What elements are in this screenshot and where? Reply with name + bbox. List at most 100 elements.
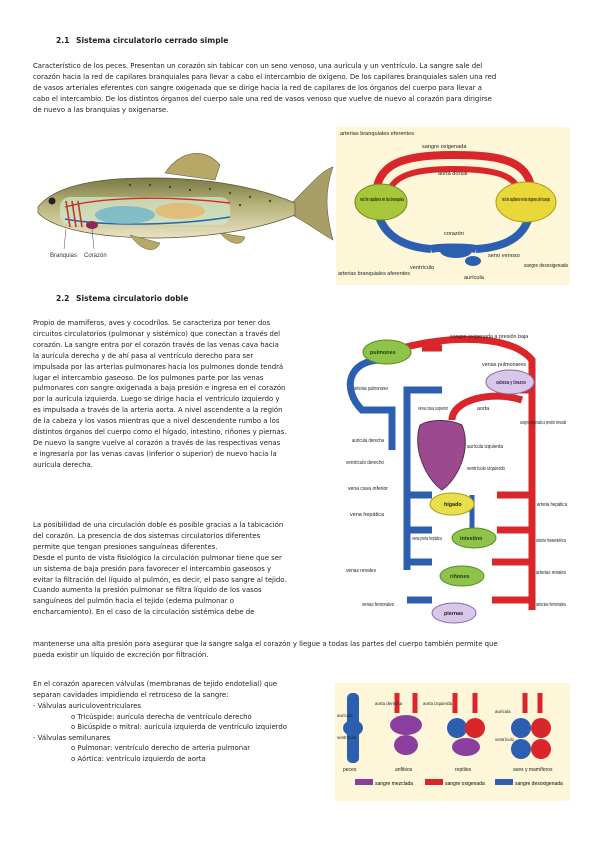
- legs-label: piernas: [444, 611, 463, 617]
- reptiles-label: reptiles: [455, 767, 472, 773]
- femoral-arteries-label: arterias femorales: [536, 602, 566, 608]
- paragraph-line: pulmonares con sangre oxigenada a baja p…: [33, 384, 286, 393]
- paragraph-line: de nuevo a las branquias y oxigenarse.: [33, 105, 169, 114]
- afferent-arteries-label: arterias branquiales aferentes: [338, 271, 410, 277]
- paragraph-line: sanguíneos del pulmón hacia el tejido (e…: [33, 597, 234, 606]
- amphibian-heart: [390, 693, 422, 755]
- paragraph-line: Cuando aumenta la presión pulmonar se fi…: [33, 586, 262, 595]
- right-atrium-label: aurícula derecha: [352, 438, 384, 444]
- portal-vein-label: vena porta hepática: [412, 536, 442, 542]
- legend-swatch-mixed: [355, 779, 373, 785]
- legend: sangre mezclada sangre oxigenada sangre …: [355, 779, 563, 787]
- paragraph-line: separan cavidades impidiendo el retroces…: [33, 690, 229, 699]
- atrium-label-2: aurícula: [495, 709, 511, 714]
- valves-list: - Válvulas auriculoventriculares o Tricú…: [33, 701, 325, 765]
- heart: [86, 221, 98, 229]
- paragraph-line: Característico de los peces. Presentan u…: [33, 62, 483, 70]
- liver-label: hígado: [444, 502, 462, 508]
- paragraph-line: evitar la filtración del líquido al pulm…: [33, 575, 287, 584]
- paragraph-line: pueda existir un líquido de excreción po…: [33, 650, 209, 659]
- amphibians-label: anfibios: [395, 767, 413, 773]
- list-item: - Válvulas semilunares: [33, 733, 111, 742]
- paragraph-line: circuitos circulatorios (pulmonar y sist…: [33, 329, 281, 338]
- oxy-high-label: sangre oxigenada a presión elevada: [520, 420, 566, 426]
- pelvic-fin: [129, 234, 161, 250]
- paragraph-line: La posibilidad de una circulación doble …: [33, 521, 284, 529]
- dorsal-aorta-line: [64, 197, 231, 208]
- paragraph-line: encharcamiento). En el caso de la circul…: [33, 608, 255, 617]
- inf-vena-label: vena cava inferior: [348, 486, 388, 492]
- femoral-veins-label: venas femorales: [362, 602, 394, 608]
- head-arms-label: cabeza y brazos: [496, 380, 526, 386]
- lungs-label: pulmones: [370, 350, 395, 356]
- heart-illustration: [417, 420, 466, 491]
- paragraph-line: mantenerse una alta presión para asegura…: [33, 640, 498, 648]
- paragraph-line: del corazón. La presencia de dos sistema…: [33, 531, 261, 540]
- organs: [155, 203, 205, 219]
- left-atrium-label: aurícula izquierda: [467, 444, 503, 450]
- paragraph-line: impulsada por las arterias pulmonares ha…: [33, 362, 284, 371]
- paragraph-line: un sistema de baja presión para favorece…: [33, 564, 272, 573]
- sup-vena-label: vena cava superior: [418, 406, 448, 412]
- paragraph-line: En el corazón aparecen válvulas (membran…: [33, 680, 278, 688]
- fish-anatomy-illustration: Branquias Corazón: [37, 153, 334, 259]
- paragraph-line: Propio de mamíferos, aves y cocodrilos. …: [33, 319, 271, 327]
- left-aorta-label: aorta izquierda: [423, 701, 453, 706]
- ventricle-label: ventrículo: [410, 265, 434, 271]
- heart-comparison-diagram: aurícula ventrículo aorta derecha aorta …: [335, 683, 570, 801]
- paragraph-line: Desde el punto de vista fisiológico la c…: [33, 553, 282, 562]
- pulm-veins-label: venas pulmonares: [482, 362, 526, 368]
- legs-node: [431, 602, 477, 624]
- paragraph-line: corazón. La sangre entra por el corazón …: [33, 340, 279, 349]
- section-number-2-2: 2.2: [56, 294, 70, 303]
- atrium-label: aurícula: [464, 275, 485, 281]
- legend-oxygenated-label: sangre oxigenada: [445, 781, 485, 787]
- paragraph-line: e ingresaría por las venas cavas (inferi…: [33, 449, 277, 458]
- valves-intro: En el corazón aparecen válvulas (membran…: [33, 679, 325, 701]
- single-circulation-diagram: arterias branquiales eferentes sangre ox…: [336, 127, 570, 285]
- list-item: o Tricúspide: aurícula derecha de ventrí…: [71, 712, 252, 721]
- intestine-label: intestino: [460, 536, 483, 542]
- list-item: - Válvulas auriculoventriculares: [33, 702, 141, 710]
- section-2-2-paragraph-1: Propio de mamíferos, aves y cocodrilos. …: [33, 318, 319, 471]
- gills-label: Branquias: [50, 253, 77, 259]
- paragraph-line: de vasos arteriales eferentes con sangre…: [33, 83, 482, 92]
- body-capillaries-node: [495, 181, 557, 223]
- section-2-1-paragraph: Característico de los peces. Presentan u…: [33, 61, 565, 116]
- heart-label-diagram: corazón: [444, 231, 464, 237]
- paragraph-line: por la aurícula izquierda. Luego se diri…: [33, 395, 280, 404]
- legend-mixed-label: sangre mezclada: [375, 781, 413, 787]
- fish-spots: [128, 183, 272, 207]
- section-number-2-1: 2.1: [56, 36, 70, 45]
- gill-capillaries-node: [354, 183, 408, 221]
- body-capillaries-label: red de capilares en los órganos del cuer…: [502, 197, 550, 203]
- oxygenated-vessel-outer: [372, 150, 536, 198]
- paragraph-line: distintos órganos del cuerpo como el híg…: [33, 428, 287, 437]
- list-item: o Aórtica: ventrículo izquierdo de aorta: [71, 754, 206, 763]
- birds-mammals-label: aves y mamíferos: [513, 767, 553, 773]
- renal-veins-label: venas renales: [346, 568, 376, 574]
- tail-fin: [291, 166, 334, 241]
- intestine-node: [451, 527, 497, 549]
- flow-arrow: [464, 151, 472, 159]
- liver-node: [429, 492, 475, 516]
- section-title-2-2: Sistema circulatorio doble: [76, 294, 189, 303]
- atrium-node: [465, 256, 481, 266]
- atrium-label: aurícula: [337, 713, 353, 718]
- paragraph-line: de la cabeza y los vasos mientras que a …: [33, 417, 280, 426]
- ventricle-label: ventrículo: [337, 735, 357, 740]
- legend-deoxygenated-label: sangre desoxigenada: [515, 781, 563, 787]
- kidneys-node: [439, 565, 485, 587]
- svg-text:arterias branquiales eferentes: arterias branquiales eferentes: [340, 131, 414, 137]
- sinus-label: seno venoso: [488, 253, 520, 259]
- paragraph-line: aurícula derecha.: [33, 460, 93, 469]
- fish-label: peces: [343, 767, 357, 773]
- dorsal-aorta-label: aorta dorsal: [438, 171, 468, 177]
- list-item: o Pulmonar: ventrículo derecho de arteri…: [71, 744, 251, 753]
- list-item: o Bicúspide o mitral: aurícula izquierda…: [71, 723, 287, 732]
- organs: [95, 206, 155, 224]
- paragraph-line: corazón hacia la red de capilares branqu…: [33, 72, 497, 81]
- double-circulation-diagram: pulmones sangre oxigenada a presión baja…: [346, 334, 567, 624]
- left-ventricle-label: ventrículo izquierdo: [467, 466, 505, 472]
- paragraph-line: cabo el intercambio. De los distintos ór…: [33, 94, 492, 103]
